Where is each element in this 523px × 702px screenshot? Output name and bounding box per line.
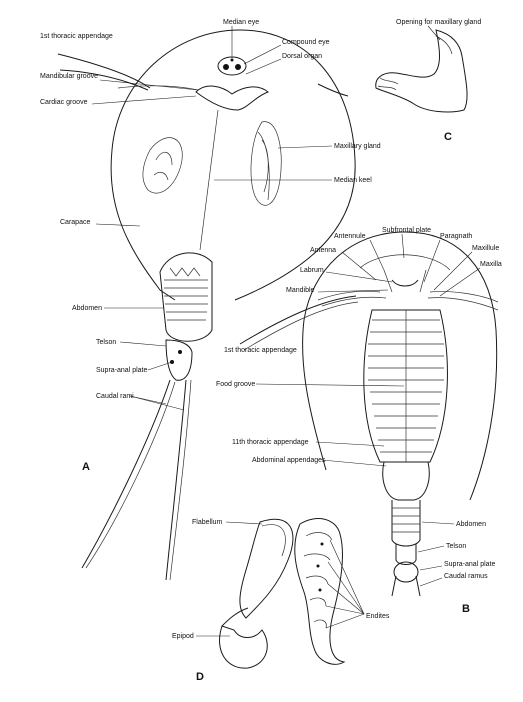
mandibular-groove-line bbox=[118, 86, 198, 90]
label-compound-eye: Compound eye bbox=[282, 39, 330, 46]
subfrontal-plate-b bbox=[360, 255, 450, 270]
label-maxillule: Maxillule bbox=[472, 245, 499, 252]
panel-a-dorsal-view bbox=[58, 30, 355, 580]
label-mandibular-groove: Mandibular groove bbox=[40, 73, 98, 80]
median-eye-dot bbox=[231, 59, 234, 62]
maxillary-gland-right bbox=[251, 122, 281, 206]
carapace-outline-b bbox=[303, 232, 497, 500]
label-maxillary-gland: Maxillary gland bbox=[334, 143, 381, 150]
label-caudal-rami: Caudal rami bbox=[96, 393, 134, 400]
panel-b-ventral-view bbox=[240, 232, 498, 596]
panel-letter-c: C bbox=[444, 131, 452, 143]
label-maxilla: Maxilla bbox=[480, 261, 502, 268]
label-flabellum: Flabellum bbox=[192, 519, 223, 526]
telson-a bbox=[166, 340, 192, 380]
label-cardiac-groove: Cardiac groove bbox=[40, 99, 88, 106]
compound-eye-left bbox=[223, 64, 229, 70]
panel-letter-a: A bbox=[82, 461, 90, 473]
label-supra-anal-plate-b: Supra-anal plate bbox=[444, 561, 495, 568]
abdominal-appendages-b bbox=[383, 462, 429, 500]
label-paragnath: Paragnath bbox=[440, 233, 472, 240]
first-thoracic-appendage-b bbox=[240, 296, 356, 344]
panel-a-labels: Median eye 1st thoracic appendage Compou… bbox=[40, 19, 381, 473]
label-caudal-ramus: Caudal ramus bbox=[444, 573, 488, 580]
panel-letter-d: D bbox=[196, 671, 204, 683]
panel-c-maxillary-opening: Opening for maxillary gland C bbox=[376, 19, 482, 143]
caudal-ramus-left-a bbox=[82, 380, 170, 568]
maxillule-outline-c bbox=[376, 30, 467, 112]
epipod-shape bbox=[220, 626, 268, 668]
caudal-ramus-right-a-inner bbox=[170, 380, 191, 580]
label-11th-thoracic-appendage: 11th thoracic appendage bbox=[232, 439, 309, 446]
label-dorsal-organ: Dorsal organ bbox=[282, 53, 322, 60]
epipod-hook bbox=[222, 608, 248, 626]
cardiac-groove-shape bbox=[196, 86, 268, 110]
panel-d-thoracic-appendage: Flabellum Epipod Endites D bbox=[172, 519, 390, 683]
label-labrum: Labrum bbox=[300, 267, 324, 274]
compound-eye-right bbox=[235, 64, 241, 70]
label-endites: Endites bbox=[366, 613, 390, 620]
caudal-ramus-left-b bbox=[392, 576, 396, 596]
carapace-outline bbox=[111, 30, 355, 300]
label-antennule: Antennule bbox=[334, 233, 366, 240]
label-telson-a: Telson bbox=[96, 339, 116, 346]
label-telson-b: Telson bbox=[446, 543, 466, 550]
label-supra-anal-plate-a: Supra-anal plate bbox=[96, 367, 147, 374]
label-median-keel: Median keel bbox=[334, 177, 372, 184]
label-abdomen-b: Abdomen bbox=[456, 521, 486, 528]
right-appendage-tip-a bbox=[318, 84, 348, 96]
label-epipod: Epipod bbox=[172, 633, 194, 640]
label-abdomen-a: Abdomen bbox=[72, 305, 102, 312]
label-mandible: Mandible bbox=[286, 287, 315, 294]
label-opening-maxillary-gland: Opening for maxillary gland bbox=[396, 19, 481, 26]
label-1st-thoracic-appendage-a: 1st thoracic appendage bbox=[40, 33, 113, 40]
label-subfrontal-plate: Subfrontal plate bbox=[382, 227, 431, 234]
thoracic-appendages-b bbox=[364, 310, 448, 462]
abdomen-a bbox=[160, 253, 212, 341]
label-carapace: Carapace bbox=[60, 219, 90, 226]
label-median-eye: Median eye bbox=[223, 19, 259, 26]
label-food-groove: Food groove bbox=[216, 381, 255, 388]
label-1st-thoracic-appendage-b: 1st thoracic appendage bbox=[224, 347, 297, 354]
panel-b-labels: Subfrontal plate Antennule Paragnath Max… bbox=[216, 227, 502, 615]
abdomen-b bbox=[392, 500, 420, 546]
telson-b bbox=[396, 544, 416, 565]
label-abdominal-appendages: Abdominal appendages bbox=[252, 457, 326, 464]
maxillary-gland-left bbox=[143, 138, 182, 193]
first-thoracic-appendage-a bbox=[58, 54, 150, 90]
label-antenna: Antenna bbox=[310, 247, 336, 254]
panel-letter-b: B bbox=[462, 603, 470, 615]
caudal-ramus-right-b bbox=[416, 576, 420, 596]
